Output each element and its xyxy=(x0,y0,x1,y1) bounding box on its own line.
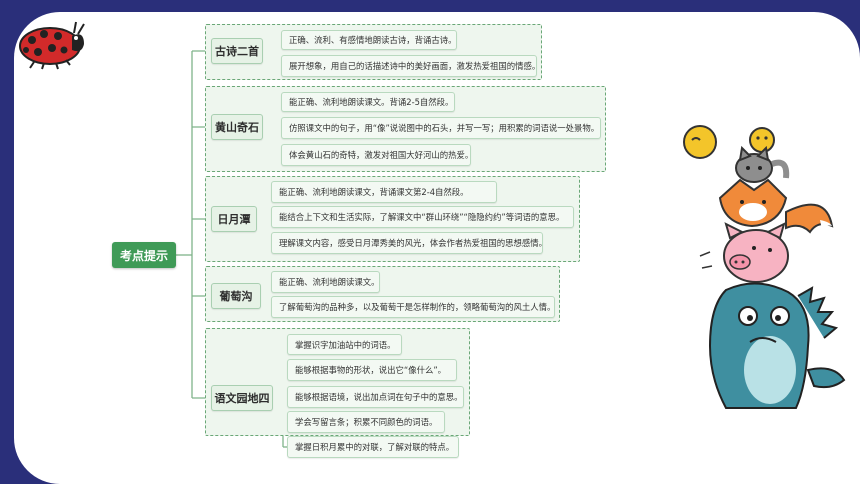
leaf-node[interactable]: 正确、流利、有感情地朗读古诗，背诵古诗。 xyxy=(281,30,457,50)
leaf-node[interactable]: 了解葡萄沟的品种多，以及葡萄干是怎样制作的，领略葡萄沟的风土人情。 xyxy=(271,296,555,318)
leaf-node[interactable]: 掌握日积月累中的对联，了解对联的特点。 xyxy=(287,436,459,458)
topic-node[interactable]: 语文园地四 xyxy=(211,385,273,411)
leaf-node[interactable]: 能正确、流利地朗读课文。 xyxy=(271,271,380,293)
root-node[interactable]: 考点提示 xyxy=(112,242,176,268)
leaf-node[interactable]: 学会写留言条；积累不同颜色的词语。 xyxy=(287,411,445,433)
stacked-animals-illustration xyxy=(683,125,846,409)
leaf-node[interactable]: 掌握识字加油站中的词语。 xyxy=(287,334,402,355)
leaf-node[interactable]: 能结合上下文和生活实际，了解课文中“群山环绕”“隐隐约约”等词语的意思。 xyxy=(271,206,574,228)
leaf-node[interactable]: 能够根据语境，说出加点词在句子中的意思。 xyxy=(287,386,464,408)
leaf-node[interactable]: 体会黄山石的奇特，激发对祖国大好河山的热爱。 xyxy=(281,144,473,166)
leaf-node[interactable]: 展开想象，用自己的话描述诗中的美好画面，激发热爱祖国的情感。 xyxy=(281,55,540,77)
leaf-node[interactable]: 能正确、流利地朗读课文。背诵2-5自然段。 xyxy=(281,92,455,112)
topic-node[interactable]: 葡萄沟 xyxy=(211,283,261,309)
topic-node[interactable]: 古诗二首 xyxy=(211,38,263,64)
leaf-node[interactable]: 能正确、流利地朗读课文，背诵课文第2-4自然段。 xyxy=(271,181,497,203)
leaf-node[interactable]: 仿照课文中的句子，用“像”说说图中的石头，并写一写；用积累的词语说一处景物。 xyxy=(281,117,601,139)
leaf-node[interactable]: 理解课文内容，感受日月潭秀美的风光，体会作者热爱祖国的思想感情。 xyxy=(271,232,547,254)
topic-node[interactable]: 黄山奇石 xyxy=(211,114,263,140)
ladybug-icon xyxy=(19,21,85,70)
topic-node[interactable]: 日月潭 xyxy=(211,206,257,232)
leaf-node[interactable]: 能够根据事物的形状，说出它“像什么”。 xyxy=(287,359,457,381)
